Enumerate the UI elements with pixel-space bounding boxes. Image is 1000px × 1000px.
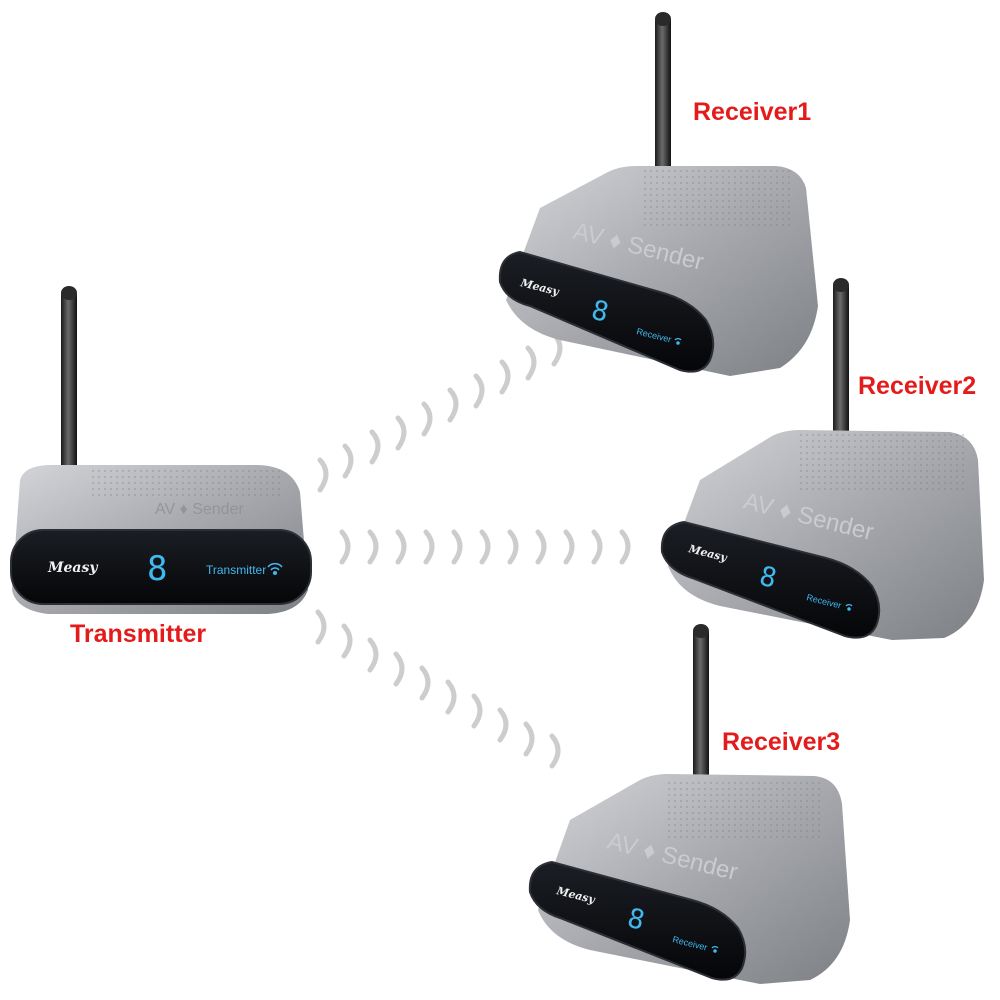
antenna-icon: [693, 626, 709, 801]
channel-display: 8: [624, 903, 647, 937]
vent-grille: [664, 778, 824, 838]
radio-wave-icon: [471, 693, 483, 729]
radio-wave-icon: [451, 529, 463, 565]
front-panel: [498, 250, 715, 373]
radio-wave-icon: [563, 529, 575, 565]
radio-wave-icon: [497, 707, 509, 743]
wifi-icon: [845, 604, 853, 611]
radio-wave-icon: [367, 637, 379, 673]
receiver1-label: Receiver1: [693, 98, 812, 126]
radio-wave-icon: [591, 529, 603, 565]
antenna-tip: [655, 12, 671, 26]
radio-wave-icon: [341, 623, 353, 659]
radio-wave-icon: [619, 529, 631, 565]
radio-wave-icon: [315, 609, 327, 645]
top-logo: AV ♦ Sender: [155, 501, 244, 518]
antenna-tip: [693, 624, 709, 638]
signal-waves: [315, 331, 631, 769]
radio-wave-icon: [367, 529, 379, 565]
radio-wave-icon: [419, 665, 431, 701]
vent-grille: [90, 470, 280, 500]
antenna-icon: [833, 280, 849, 455]
radio-wave-icon: [395, 529, 407, 565]
radio-wave-icon: [445, 679, 457, 715]
radio-wave-icon: [549, 733, 561, 769]
wifi-icon: [674, 338, 682, 345]
transmitter-label: Transmitter: [70, 620, 207, 648]
radio-wave-icon: [499, 359, 511, 395]
radio-wave-icon: [395, 415, 407, 451]
radio-wave-icon: [369, 429, 381, 465]
radio-wave-icon: [342, 443, 354, 479]
channel-display: 8: [756, 561, 779, 595]
receiver3-device: AV ♦ Sender Measy 8 Receiver: [528, 624, 850, 984]
antenna-tip: [61, 286, 77, 300]
mode-label: Transmitter: [206, 563, 266, 577]
wave-beam-middle: [339, 529, 631, 565]
radio-wave-icon: [535, 529, 547, 565]
radio-wave-icon: [479, 529, 491, 565]
radio-wave-icon: [523, 721, 535, 757]
receiver2-device: AV ♦ Sender Measy 8 Receiver: [660, 278, 984, 640]
receiver1-device: AV ♦ Sender Measy 8 Receiver: [498, 12, 818, 376]
wifi-icon: [267, 562, 283, 576]
wifi-icon: [711, 946, 719, 953]
front-panel: [660, 520, 881, 639]
transmitter-device: AV ♦ Sender Measy 8 Transmitter: [10, 286, 312, 614]
front-panel: [528, 860, 747, 981]
wave-beam-lower: [315, 609, 561, 769]
antenna-icon: [655, 14, 671, 199]
wave-beam-upper: [317, 331, 563, 493]
radio-wave-icon: [525, 345, 537, 381]
radio-wave-icon: [393, 651, 405, 687]
receiver2-label: Receiver2: [858, 372, 977, 400]
radio-wave-icon: [339, 529, 351, 565]
vent-grille: [640, 168, 790, 228]
radio-wave-icon: [447, 387, 459, 423]
receiver3-label: Receiver3: [722, 728, 841, 756]
antenna-icon: [61, 288, 77, 488]
front-panel: [10, 529, 312, 605]
channel-display: 8: [147, 549, 167, 589]
channel-display: 8: [588, 295, 611, 329]
radio-wave-icon: [507, 529, 519, 565]
radio-wave-icon: [317, 457, 329, 493]
radio-wave-icon: [473, 373, 485, 409]
brand-logo: Measy: [47, 560, 98, 576]
antenna-tip: [833, 278, 849, 292]
vent-grille: [800, 434, 965, 494]
radio-wave-icon: [421, 401, 433, 437]
radio-wave-icon: [423, 529, 435, 565]
